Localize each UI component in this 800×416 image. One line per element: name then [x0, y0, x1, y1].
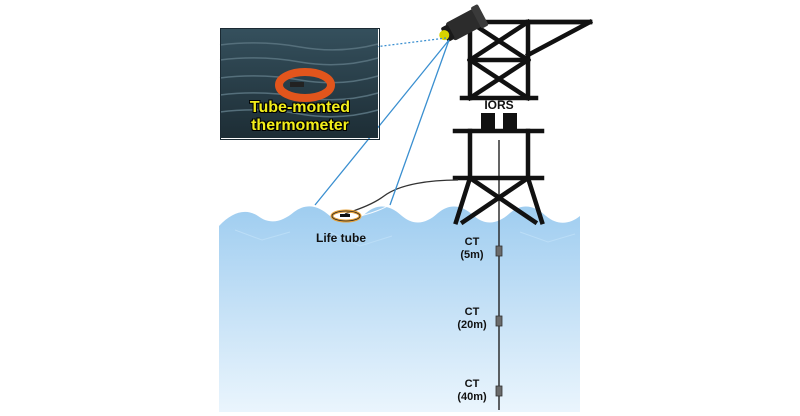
ct-20m-label: CT (20m) — [450, 306, 494, 332]
wave-highlights — [234, 229, 576, 247]
photo-caption-box: Tube-monted thermometer — [220, 28, 380, 140]
life-tube-label: Life tube — [316, 231, 366, 245]
tower-label: IORS — [484, 98, 513, 112]
ct-5m-name: CT — [464, 236, 480, 248]
thermal-camera-icon — [439, 4, 489, 42]
ct-20m-name: CT — [464, 306, 480, 318]
ct-sensor-40m — [495, 385, 503, 397]
sensor-cable-outer — [349, 182, 459, 219]
inset-photo — [219, 28, 379, 138]
ct-sensor-5m — [495, 245, 503, 257]
iors-tower — [452, 18, 594, 226]
ct-40m-label: CT (40m) — [450, 378, 494, 404]
sensor-cable — [344, 179, 459, 215]
photo-life-ring — [275, 68, 335, 102]
ct-sensor-20m — [495, 315, 503, 327]
iors-block-right — [503, 113, 517, 130]
ct-20m-depth: (20m) — [457, 319, 487, 331]
ct-5m-depth: (5m) — [460, 249, 484, 261]
photo-caption-line1: Tube-monted — [249, 99, 351, 116]
ct-40m-depth: (40m) — [457, 391, 487, 403]
iors-block-left — [481, 113, 495, 130]
sea-water — [219, 206, 580, 412]
ct-40m-name: CT — [464, 378, 480, 390]
photo-caption-line2: thermometer — [251, 117, 349, 134]
ct-5m-label: CT (5m) — [452, 236, 492, 262]
